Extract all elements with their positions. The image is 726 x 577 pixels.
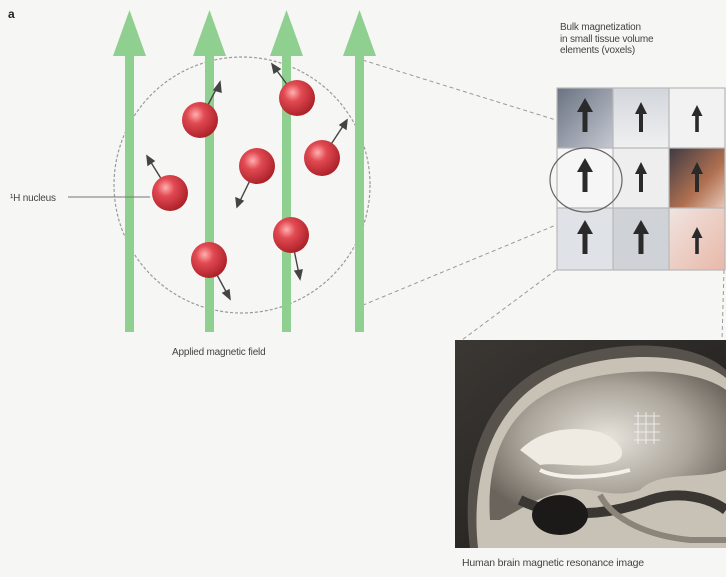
nucleus-sphere [304,140,340,176]
nucleus-sphere [182,102,218,138]
nucleus-label: ¹H nucleus [10,193,56,205]
mri-caption: Human brain magnetic resonance image [462,557,644,569]
field-arrow-3 [270,10,303,332]
nucleus-sphere [279,80,315,116]
panel-letter: a [8,8,14,22]
nucleus-sphere [273,217,309,253]
mri-brain-image [455,340,726,548]
voxel-title-line-2: in small tissue volume [560,34,710,46]
nucleus-sphere [191,242,227,278]
applied-field-label: Applied magnetic field [172,347,265,359]
nucleus-sphere [152,175,188,211]
voxel-title: Bulk magnetization in small tissue volum… [560,22,710,57]
nucleus-sphere [239,148,275,184]
voxel-grid [550,88,725,270]
magnified-region-circle [114,57,370,313]
field-arrow-4 [343,10,376,332]
hydrogen-nuclei [152,80,340,278]
field-arrow-1 [113,10,146,332]
voxel-title-line-3: elements (voxels) [560,45,710,57]
voxel-title-line-1: Bulk magnetization [560,22,710,34]
